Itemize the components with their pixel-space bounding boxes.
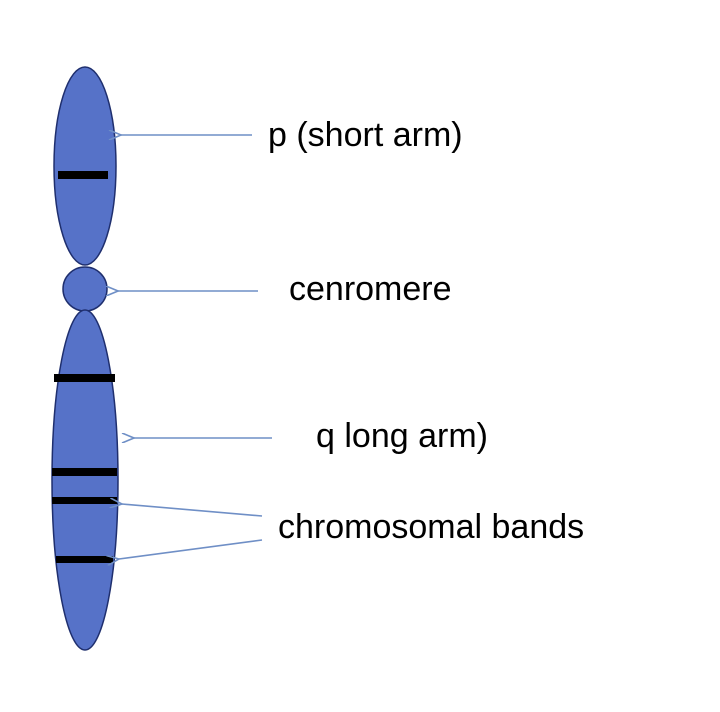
chromosomal-band bbox=[58, 171, 108, 179]
centromere-shape bbox=[62, 266, 108, 312]
p-arm-shape bbox=[53, 66, 117, 266]
chromosomal-band bbox=[52, 468, 117, 476]
band-arrow-lower bbox=[119, 539, 263, 559]
chromosomal-bands-label: chromosomal bands bbox=[278, 508, 584, 546]
q-arm-label: q long arm) bbox=[316, 417, 488, 455]
q-arm-shape bbox=[51, 309, 119, 651]
chromosomal-band bbox=[54, 374, 115, 382]
chromosomal-band bbox=[52, 497, 117, 504]
centromere-label: cenromere bbox=[289, 270, 452, 308]
chromosomal-band bbox=[56, 556, 113, 563]
p-arm-label: p (short arm) bbox=[268, 116, 463, 154]
band-arrow-upper bbox=[122, 504, 263, 517]
